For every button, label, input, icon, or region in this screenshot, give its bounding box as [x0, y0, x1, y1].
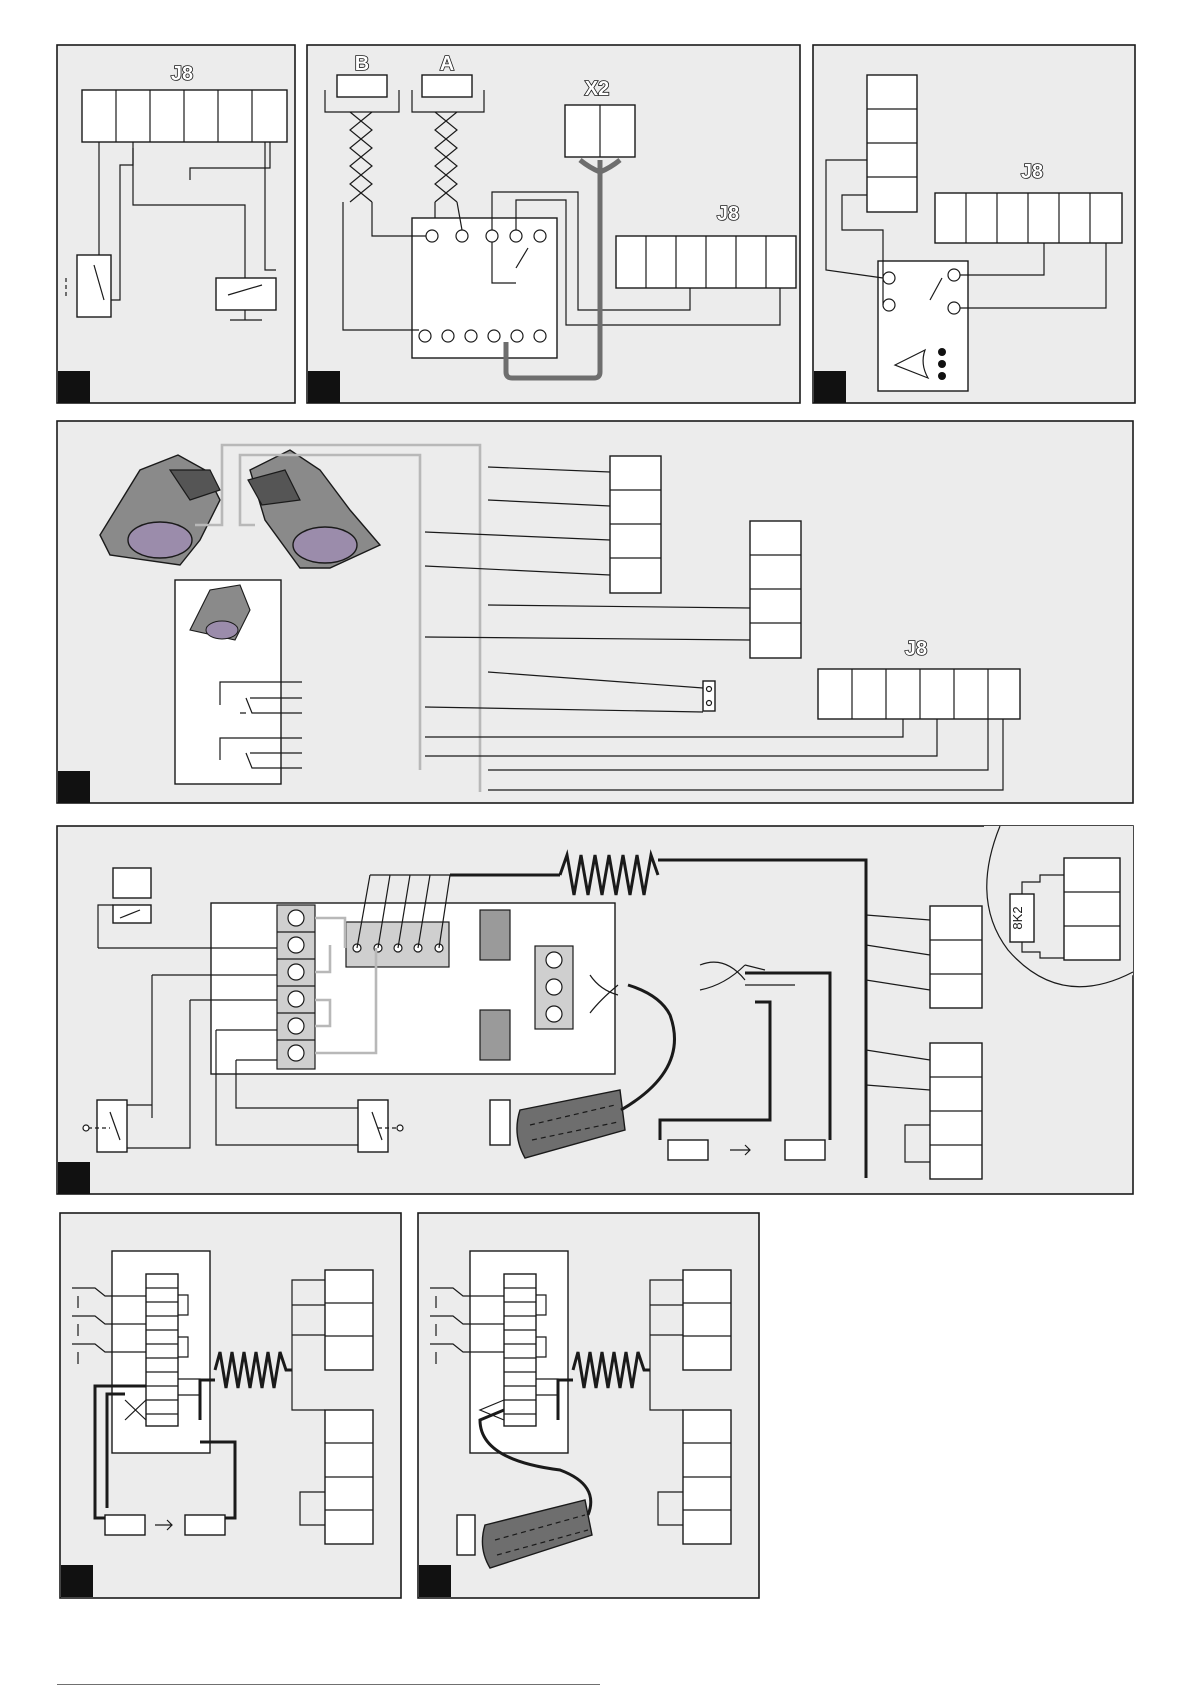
- terminal-block-b: [683, 1410, 731, 1544]
- label-a: A: [440, 53, 454, 75]
- panel-4: J8: [57, 421, 1133, 803]
- terminal-strip: [504, 1274, 536, 1426]
- j8-terminal-block: [935, 193, 1122, 243]
- panel-6: [60, 1213, 401, 1598]
- flashing-lamp-icon: [878, 261, 968, 391]
- flashing-lamp-terminal-block: [867, 75, 917, 212]
- terminal-strip: [146, 1274, 178, 1426]
- j8-label: J8: [1021, 161, 1043, 183]
- x2-connector: [565, 105, 635, 157]
- j8-terminal-block: [616, 236, 796, 288]
- control-unit: [412, 218, 557, 358]
- j8-label: J8: [905, 638, 927, 660]
- terminal-block-a: [325, 1270, 373, 1370]
- j8-terminal-block: [82, 90, 287, 142]
- panel-1: J8: [57, 45, 295, 403]
- terminal-block-right-top: [930, 906, 982, 1008]
- j8-label: J8: [717, 203, 739, 225]
- terminal-block-2: [750, 521, 801, 658]
- control-unit: [211, 903, 615, 1074]
- panel-3: J8: [813, 45, 1135, 403]
- panel-7: [418, 1213, 759, 1598]
- terminal-block-1: [610, 456, 661, 593]
- j8-terminal-block: [818, 669, 1020, 719]
- j8-label: J8: [171, 63, 193, 85]
- panel-5: 8K2: [57, 826, 1133, 1194]
- resistor-8k2-detail: 8K2: [984, 826, 1133, 995]
- terminal-block-a: [683, 1270, 731, 1370]
- box-outline: [113, 868, 151, 923]
- terminal-block-right-bottom: [930, 1043, 982, 1179]
- resistor-8k2-label: 8K2: [1010, 906, 1025, 929]
- resistor-icon: [703, 681, 715, 711]
- x2-label: X2: [585, 78, 609, 100]
- panel-2: B A X2 J8: [307, 45, 800, 403]
- terminal-block-b: [325, 1410, 373, 1544]
- label-b: B: [355, 53, 369, 75]
